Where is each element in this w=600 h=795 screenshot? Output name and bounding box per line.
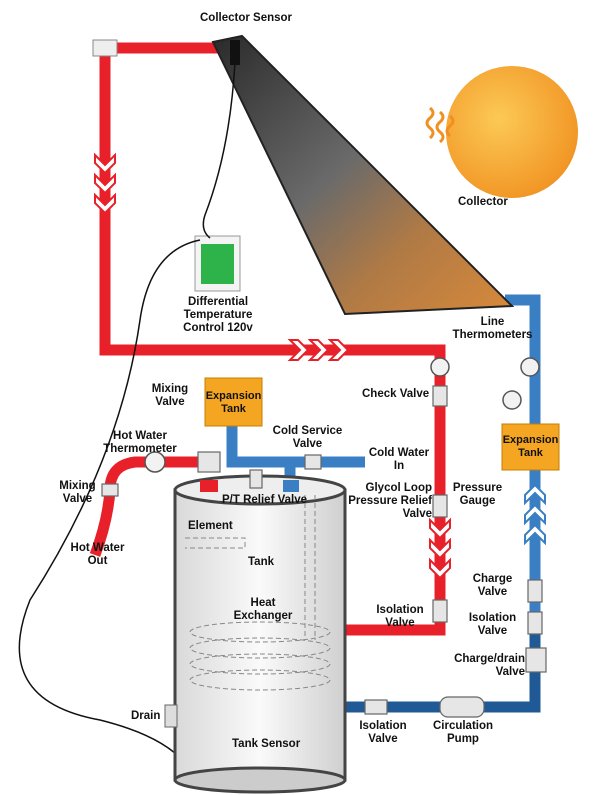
label-charge-drain-valve: Charge/drain Valve [454, 653, 525, 678]
label-cold-service-valve: Cold Service Valve [272, 425, 343, 450]
label-drain: Drain [131, 710, 161, 722]
label-mixing-valve-top: Mixing Valve [151, 383, 189, 408]
label-circulation-pump: Circulation Pump [432, 720, 494, 745]
charge-valve-icon [527, 579, 543, 603]
pressure-gauge-icon [502, 390, 522, 410]
label-glycol-relief: Glycol Loop Pressure Relief Valve [348, 482, 432, 520]
storage-tank [173, 474, 347, 794]
label-differential-control: Differential Temperature Control 120v [183, 296, 253, 334]
label-isolation-valve-right: Isolation Valve [376, 604, 424, 629]
flow-arrows-cold [524, 483, 546, 546]
circulation-pump-icon [439, 696, 485, 718]
cold-service-valve-icon [304, 454, 322, 470]
label-pressure-gauge: Pressure Gauge [452, 482, 503, 507]
label-pt-relief-valve: P/T Relief Valve [222, 494, 308, 506]
sun-icon [446, 66, 578, 198]
drain-valve-icon [164, 704, 178, 728]
label-hot-water-thermometer: Hot Water Thermometer [103, 430, 177, 455]
pt-relief-valve-icon [249, 469, 263, 489]
flow-arrows-hot [94, 152, 451, 580]
tee-fitting [92, 39, 118, 57]
glycol-relief-valve-icon [432, 494, 448, 518]
label-collector-sensor: Collector Sensor [200, 12, 293, 24]
collector-panel [211, 34, 515, 316]
label-charge-valve: Charge Valve [472, 573, 513, 598]
isolation-valve-mid-icon [527, 611, 543, 635]
check-valve-icon [432, 385, 448, 407]
mixing-valve-top-icon [197, 451, 221, 473]
charge-drain-valve-icon [525, 647, 547, 673]
line-thermometer-right-icon [520, 357, 540, 377]
label-cold-water-in: Cold Water In [368, 447, 430, 472]
label-tank-sensor: Tank Sensor [232, 738, 301, 750]
mixing-valve-left-icon [101, 483, 119, 497]
label-heat-exchanger: Heat Exchanger [233, 597, 293, 622]
label-collector: Collector [458, 196, 508, 208]
label-expansion-tank-left: Expansion Tank [205, 390, 262, 415]
heat-waves-icon [425, 106, 455, 144]
control-display [201, 244, 234, 284]
label-isolation-valve-bottom: Isolation Valve [359, 720, 407, 745]
hot-water-thermometer-icon [144, 451, 166, 473]
line-thermometer-left-icon [430, 357, 450, 377]
label-hot-water-out: Hot Water Out [70, 542, 125, 567]
isolation-valve-right-icon [432, 599, 448, 623]
label-line-thermometers: Line Thermometers [452, 316, 533, 341]
expansion-tank-right [501, 423, 560, 471]
isolation-valve-bottom-icon [364, 699, 388, 715]
label-tank: Tank [248, 556, 274, 568]
label-isolation-valve-mid: Isolation Valve [468, 612, 517, 637]
label-element: Element [188, 520, 233, 532]
label-expansion-tank-right: Expansion Tank [502, 434, 559, 459]
expansion-tank-left [204, 377, 263, 427]
collector-sensor-icon [230, 40, 240, 65]
label-mixing-valve-left: Mixing Valve [59, 480, 96, 505]
label-check-valve: Check Valve [362, 388, 430, 400]
